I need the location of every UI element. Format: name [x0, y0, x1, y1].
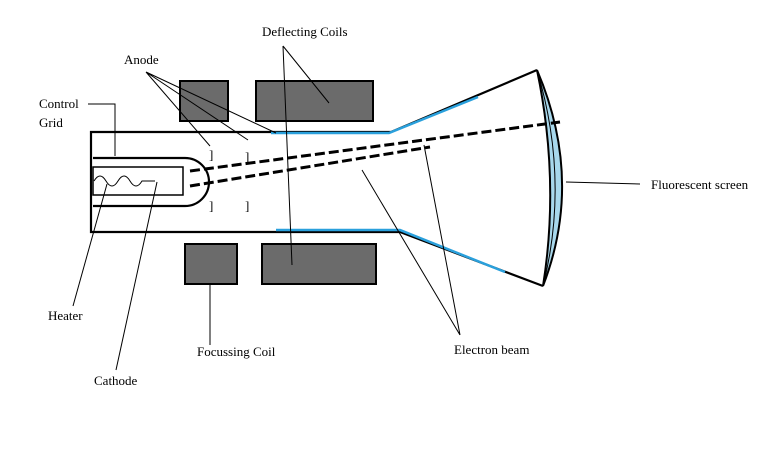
focussing-coil-bottom: [184, 243, 238, 285]
label-fluorescent-screen: Fluorescent screen: [651, 177, 749, 192]
deflecting-coil-bottom: [261, 243, 377, 285]
anode-bracket-1: ]: [209, 147, 213, 162]
label-control-grid-1: Control: [39, 96, 79, 111]
leader-anode: [145, 71, 277, 147]
label-cathode: Cathode: [94, 373, 138, 388]
leader-fluorescent-screen: [565, 181, 641, 185]
label-focussing-coil: Focussing Coil: [197, 344, 276, 359]
focussing-coil-top: [179, 80, 229, 122]
label-heater: Heater: [48, 308, 83, 323]
leader-heater: [72, 183, 108, 307]
leader-deflecting-coils: [282, 45, 330, 266]
label-control-grid-2: Grid: [39, 115, 63, 130]
leader-electron-beam: [361, 144, 461, 336]
electron-beam-upper: [189, 120, 561, 173]
anode-bracket-4: ]: [245, 198, 249, 213]
deflection-plate-bottom: [276, 228, 506, 274]
electron-gun-housing: [93, 156, 211, 208]
label-deflecting-coils: Deflecting Coils: [262, 24, 348, 39]
anode-bracket-3: ]: [209, 198, 213, 213]
leader-cathode: [115, 181, 158, 371]
deflection-plate-top: [271, 95, 479, 135]
anode-bracket-2: ]: [245, 149, 249, 164]
cathode-cylinder: [92, 166, 184, 196]
heater-filament: [93, 175, 155, 187]
leader-control-grid: [88, 103, 116, 156]
label-anode: Anode: [124, 52, 159, 67]
electron-beam-lower: [189, 145, 431, 188]
screen-inner-line: [536, 69, 556, 287]
deflecting-coil-top: [255, 80, 374, 122]
label-electron-beam: Electron beam: [454, 342, 529, 357]
